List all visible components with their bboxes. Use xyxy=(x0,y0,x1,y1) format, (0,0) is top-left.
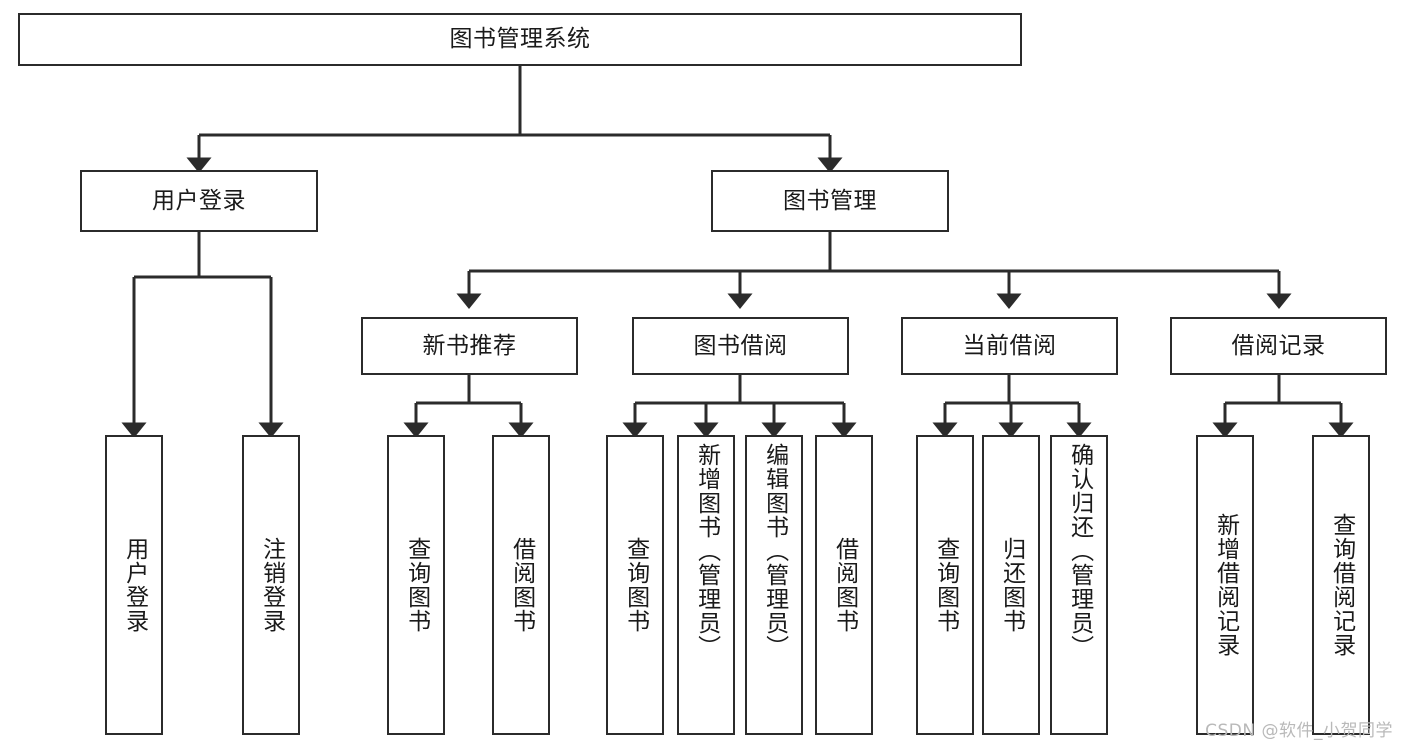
leaf-add-borrow-record-label: 新增借阅记录 xyxy=(1212,513,1239,657)
node-book-borrow[interactable]: 图书借阅 xyxy=(632,317,849,375)
node-borrow-record[interactable]: 借阅记录 xyxy=(1170,317,1387,375)
leaf-add-borrow-record[interactable]: 新增借阅记录 xyxy=(1196,435,1254,735)
watermark-text: CSDN @软件_小贺同学 xyxy=(1205,721,1393,741)
leaf-add-book[interactable]: 新增图书（管理员） xyxy=(677,435,735,735)
leaf-query-book-current[interactable]: 查询图书 xyxy=(916,435,974,735)
node-user-login[interactable]: 用户登录 xyxy=(80,170,318,232)
node-root-system[interactable]: 图书管理系统 xyxy=(18,13,1022,66)
leaf-borrow-book-borrow[interactable]: 借阅图书 xyxy=(815,435,873,735)
leaf-query-book-recommend[interactable]: 查询图书 xyxy=(387,435,445,735)
leaf-confirm-return-label: 确认归还（管理员） xyxy=(1066,443,1093,659)
leaf-query-borrow-record-label: 查询借阅记录 xyxy=(1328,513,1355,657)
leaf-logout-login[interactable]: 注销登录 xyxy=(242,435,300,735)
node-book-management[interactable]: 图书管理 xyxy=(711,170,949,232)
node-current-borrow[interactable]: 当前借阅 xyxy=(901,317,1118,375)
leaf-borrow-book-recommend-label: 借阅图书 xyxy=(508,537,535,633)
leaf-return-book[interactable]: 归还图书 xyxy=(982,435,1040,735)
leaf-borrow-book-borrow-label: 借阅图书 xyxy=(831,537,858,633)
leaf-borrow-book-recommend[interactable]: 借阅图书 xyxy=(492,435,550,735)
node-root-system-label: 图书管理系统 xyxy=(449,26,591,52)
leaf-query-book-borrow-label: 查询图书 xyxy=(622,537,649,633)
node-current-borrow-label: 当前借阅 xyxy=(962,332,1057,359)
leaf-query-book-current-label: 查询图书 xyxy=(932,537,959,633)
leaf-edit-book[interactable]: 编辑图书（管理员） xyxy=(745,435,803,735)
leaf-query-book-borrow[interactable]: 查询图书 xyxy=(606,435,664,735)
leaf-query-borrow-record[interactable]: 查询借阅记录 xyxy=(1312,435,1370,735)
leaf-return-book-label: 归还图书 xyxy=(998,537,1025,633)
leaf-query-book-recommend-label: 查询图书 xyxy=(403,537,430,633)
node-borrow-record-label: 借阅记录 xyxy=(1231,332,1326,359)
node-book-management-label: 图书管理 xyxy=(783,187,877,214)
leaf-user-login[interactable]: 用户登录 xyxy=(105,435,163,735)
leaf-edit-book-label: 编辑图书（管理员） xyxy=(761,443,788,659)
node-book-borrow-label: 图书借阅 xyxy=(693,332,788,359)
node-new-book-recommend-label: 新书推荐 xyxy=(422,332,517,359)
leaf-logout-login-label: 注销登录 xyxy=(258,537,285,633)
leaf-add-book-label: 新增图书（管理员） xyxy=(693,443,720,659)
node-user-login-label: 用户登录 xyxy=(152,187,246,214)
leaf-user-login-label: 用户登录 xyxy=(121,537,148,633)
leaf-confirm-return[interactable]: 确认归还（管理员） xyxy=(1050,435,1108,735)
node-new-book-recommend[interactable]: 新书推荐 xyxy=(361,317,578,375)
